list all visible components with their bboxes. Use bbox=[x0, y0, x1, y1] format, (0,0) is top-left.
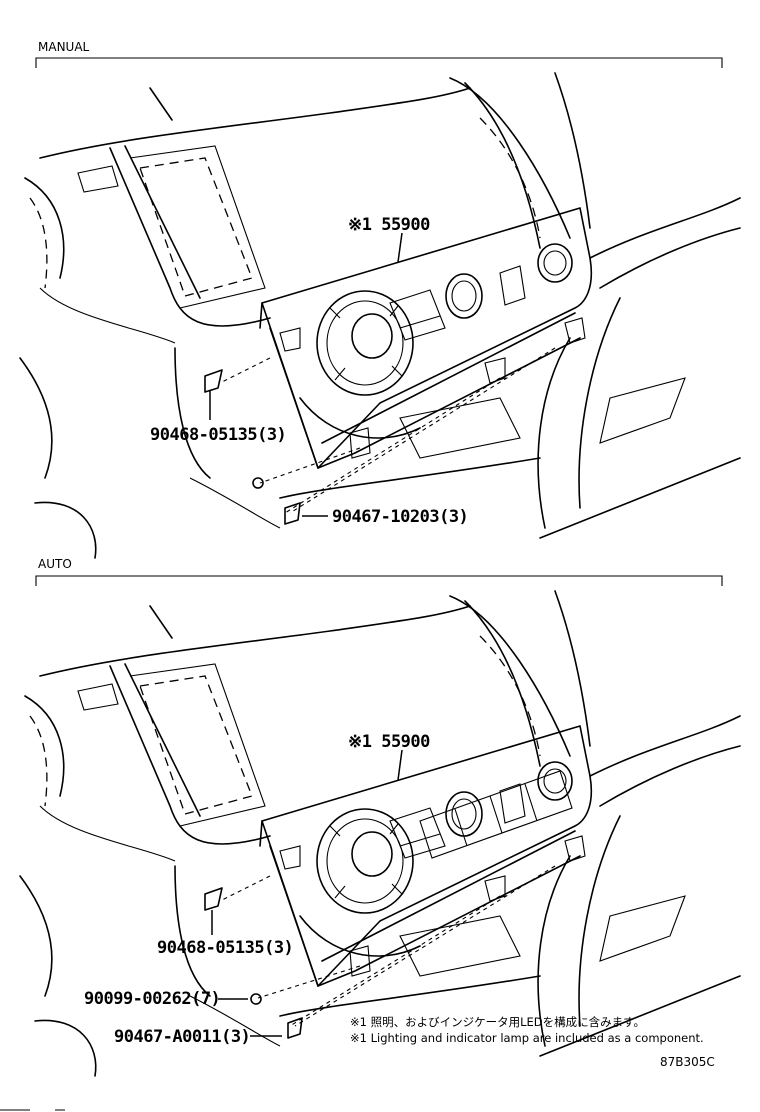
note-english: ※1 Lighting and indicator lamp are inclu… bbox=[350, 1031, 704, 1045]
manual-clip-a-label: 90468-05135(3) bbox=[150, 425, 286, 445]
manual-main-part-leader bbox=[397, 232, 403, 263]
auto-bolt-label: 90099-00262(7) bbox=[84, 989, 220, 1009]
auto-panel-drawing bbox=[19, 590, 741, 1077]
manual-section-bracket bbox=[35, 57, 723, 68]
manual-panel-drawing bbox=[19, 72, 741, 559]
auto-section-bracket bbox=[35, 575, 723, 586]
illustration-code: 87B305C bbox=[660, 1055, 715, 1069]
manual-clip-b-label: 90467-10203(3) bbox=[332, 507, 468, 527]
auto-main-part-label: ※1 55900 bbox=[348, 732, 430, 752]
auto-clip-a-label: 90468-05135(3) bbox=[157, 938, 293, 958]
auto-section-title: AUTO bbox=[38, 557, 72, 571]
auto-main-part-leader bbox=[397, 749, 403, 781]
manual-main-part-label: ※1 55900 bbox=[348, 215, 430, 235]
manual-section-title: MANUAL bbox=[38, 40, 90, 54]
note-japanese: ※1 照明、およびインジケータ用LEDを構成に含みます。 bbox=[350, 1015, 645, 1029]
auto-clip-b-label: 90467-A0011(3) bbox=[114, 1027, 250, 1047]
